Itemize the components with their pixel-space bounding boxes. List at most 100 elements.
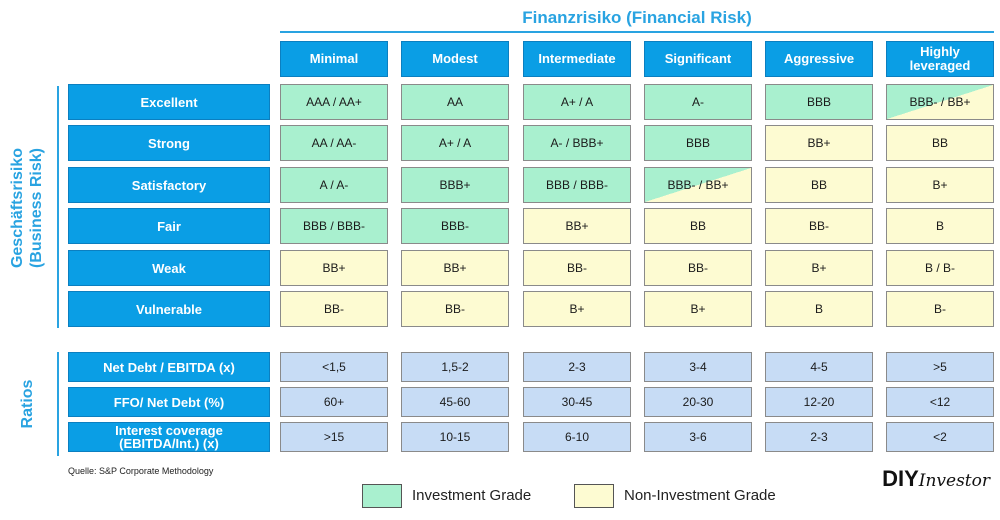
business-risk-row-1-text: Strong xyxy=(148,135,190,151)
rating-cell: A / A- xyxy=(280,167,388,203)
ratio-cell: 1,5-2 xyxy=(401,352,509,382)
rating-cell-text: AAA / AA+ xyxy=(306,95,362,109)
ratio-cell: 2-3 xyxy=(765,422,873,452)
non-investment-grade-swatch xyxy=(574,484,614,508)
rating-cell: BBB- / BB+ xyxy=(644,167,752,203)
rating-cell: BBB / BBB- xyxy=(280,208,388,244)
rating-cell: AA xyxy=(401,84,509,120)
ratio-cell-text: >5 xyxy=(933,360,947,374)
ratio-cell: 6-10 xyxy=(523,422,631,452)
rating-cell-text: BB- xyxy=(323,302,344,316)
business-risk-row-0-text: Excellent xyxy=(140,94,198,110)
column-header-3: Significant xyxy=(644,41,752,77)
business-risk-row-5: Vulnerable xyxy=(68,291,270,327)
column-header-0-text: Minimal xyxy=(309,51,359,66)
column-header-5-text: Highly leveraged xyxy=(909,44,971,73)
rating-cell-text: BB xyxy=(810,178,827,192)
rating-cell: BB- xyxy=(765,208,873,244)
rating-cell-text: BB- xyxy=(566,261,587,275)
rating-cell-text: B / B- xyxy=(924,261,955,275)
rating-cell-text: A+ / A xyxy=(438,136,472,150)
rating-cell: BB- xyxy=(523,250,631,286)
rating-cell-text: A / A- xyxy=(319,178,349,192)
ratio-cell: 45-60 xyxy=(401,387,509,417)
ratio-cell: 3-6 xyxy=(644,422,752,452)
ratio-cell: >15 xyxy=(280,422,388,452)
ratios-label: Ratios xyxy=(19,379,36,429)
rating-cell: BBB / BBB- xyxy=(523,167,631,203)
ratio-cell-text: 3-6 xyxy=(689,430,707,444)
rating-cell-text: B xyxy=(935,219,944,233)
column-header-5: Highly leveraged xyxy=(886,41,994,77)
rating-cell-text: B+ xyxy=(569,302,585,316)
investment-grade-legend: Investment Grade xyxy=(412,487,532,504)
ratio-cell: <12 xyxy=(886,387,994,417)
investment-grade-swatch xyxy=(362,484,402,508)
rating-cell-text: BBB+ xyxy=(439,178,471,192)
rating-cell-text: A+ / A xyxy=(560,95,594,109)
logo-part-diy: DIY xyxy=(882,466,919,491)
rating-cell: A- / BBB+ xyxy=(523,125,631,161)
ratio-cell: 30-45 xyxy=(523,387,631,417)
rating-cell-text: BBB xyxy=(806,95,831,109)
ratio-cell: 60+ xyxy=(280,387,388,417)
ratio-cell-text: 45-60 xyxy=(439,395,471,409)
ratio-cell-text: >15 xyxy=(323,430,345,444)
business-risk-row-4: Weak xyxy=(68,250,270,286)
column-header-3-text: Significant xyxy=(664,51,732,66)
rating-cell-text: BB+ xyxy=(322,261,346,275)
ratio-cell-text: 12-20 xyxy=(803,395,835,409)
rating-cell: AA / AA- xyxy=(280,125,388,161)
ratio-row-1-text: FFO/ Net Debt (%) xyxy=(113,394,225,410)
rating-cell-text: AA / AA- xyxy=(311,136,357,150)
ratio-cell: 20-30 xyxy=(644,387,752,417)
ratio-cell-text: 2-3 xyxy=(568,360,586,374)
business-risk-label-de: Geschäftsrisiko xyxy=(9,147,26,269)
ratio-cell: 4-5 xyxy=(765,352,873,382)
rating-cell: A+ / A xyxy=(523,84,631,120)
ratio-row-0-text: Net Debt / EBITDA (x) xyxy=(103,359,235,375)
rating-cell: B xyxy=(765,291,873,327)
ratio-cell-text: <1,5 xyxy=(322,360,346,374)
ratio-cell-text: 4-5 xyxy=(810,360,828,374)
business-risk-row-3-text: Fair xyxy=(157,218,181,234)
business-risk-label-en: (Business Risk) xyxy=(28,147,45,269)
ratio-cell-text: 20-30 xyxy=(682,395,714,409)
rating-cell: BB+ xyxy=(401,250,509,286)
rating-cell-text: AA xyxy=(446,95,463,109)
ratio-cell-text: 30-45 xyxy=(561,395,593,409)
business-risk-row-3: Fair xyxy=(68,208,270,244)
rating-cell: BBB- xyxy=(401,208,509,244)
rating-cell: BBB xyxy=(644,125,752,161)
rating-cell-text: B+ xyxy=(690,302,706,316)
column-header-0: Minimal xyxy=(280,41,388,77)
rating-cell-text: A- / BBB+ xyxy=(550,136,604,150)
rating-cell-text: B+ xyxy=(932,178,948,192)
rating-cell: B- xyxy=(886,291,994,327)
ratio-row-1: FFO/ Net Debt (%) xyxy=(68,387,270,417)
rating-cell-text: B+ xyxy=(811,261,827,275)
rating-cell: BB xyxy=(886,125,994,161)
rating-cell-text: BB+ xyxy=(443,261,467,275)
rating-cell: B+ xyxy=(765,250,873,286)
rating-cell: BB xyxy=(644,208,752,244)
ratio-row-2: Interest coverage (EBITDA/Int.) (x) xyxy=(68,422,270,452)
ratio-cell: <2 xyxy=(886,422,994,452)
ratio-row-2-text: Interest coverage (EBITDA/Int.) (x) xyxy=(115,423,223,451)
rating-cell-text: BBB / BBB- xyxy=(545,178,609,192)
business-risk-row-2: Satisfactory xyxy=(68,167,270,203)
rating-cell-text: BB xyxy=(689,219,706,233)
rating-cell-text: BB+ xyxy=(807,136,831,150)
financial-risk-title: Finanzrisiko (Financial Risk) xyxy=(522,8,752,27)
business-risk-line xyxy=(57,86,59,328)
rating-cell-text: BB- xyxy=(687,261,708,275)
rating-cell-text: BB- xyxy=(808,219,829,233)
ratio-cell-text: <2 xyxy=(933,430,947,444)
rating-cell: BB+ xyxy=(280,250,388,286)
rating-cell: BBB+ xyxy=(401,167,509,203)
ratio-cell: <1,5 xyxy=(280,352,388,382)
rating-cell: BB xyxy=(765,167,873,203)
rating-cell: BB- xyxy=(401,291,509,327)
rating-cell-text: B- xyxy=(934,302,946,316)
rating-cell: A+ / A xyxy=(401,125,509,161)
